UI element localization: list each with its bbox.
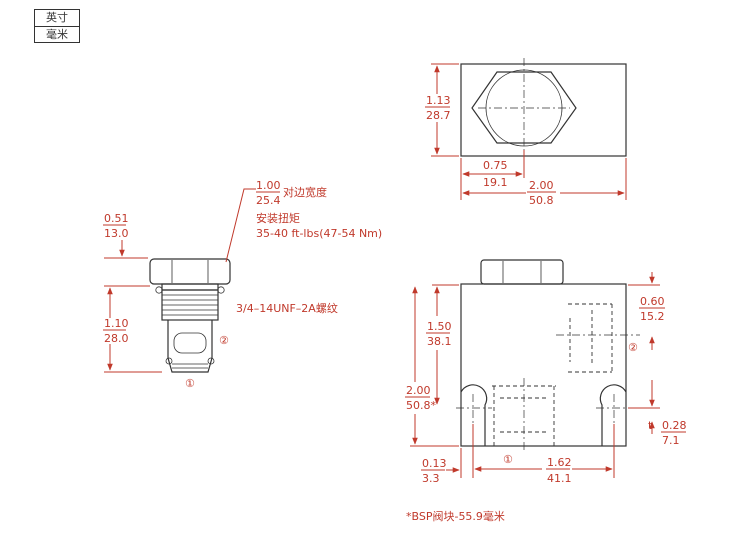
block-top-view: 1.13 28.7 0.75 19.1 2.00 50.8 <box>425 58 627 207</box>
hole-offset-inch: 0.28 <box>662 419 687 432</box>
body-length-mm: 28.0 <box>104 332 129 345</box>
unit-mm[interactable]: 毫米 <box>35 26 79 43</box>
cartridge-port-2: ② <box>219 334 229 347</box>
block-width-inch: 2.00 <box>529 179 554 192</box>
block-height-inch: 2.00 <box>406 384 431 397</box>
block-top-hex <box>471 71 577 144</box>
top-height-inch: 0.51 <box>104 212 129 225</box>
cartridge-thread <box>161 289 219 321</box>
unit-toggle[interactable]: 英寸 毫米 <box>34 9 80 43</box>
port2-offset-mm: 15.2 <box>640 310 665 323</box>
body-length-inch: 1.10 <box>104 317 129 330</box>
front-port-1: ① <box>503 453 513 466</box>
hole-spacing-inch: 1.62 <box>547 456 572 469</box>
cartridge-hex <box>149 258 231 285</box>
cartridge-view: 1.00 25.4 对边宽度 安装扭矩 35-40 ft-lbs(47-54 N… <box>103 179 382 390</box>
hex-offset-mm: 19.1 <box>483 176 508 189</box>
top-height-dim-mm: 28.7 <box>426 109 451 122</box>
front-hole-right <box>599 384 627 446</box>
block-height-mm: 50.8* <box>406 399 436 412</box>
hex-offset-inch: 0.75 <box>483 159 508 172</box>
center-height-inch: 1.50 <box>427 320 452 333</box>
front-hole-left <box>460 384 488 446</box>
front-hex-cap <box>480 259 564 285</box>
front-block-outline <box>460 283 627 447</box>
center-height-mm: 38.1 <box>427 335 452 348</box>
torque-title: 安装扭矩 <box>256 211 300 225</box>
hole-offset-mm: 7.1 <box>662 434 680 447</box>
torque-value: 35-40 ft-lbs(47-54 Nm) <box>256 227 382 240</box>
block-front-view: 1.50 38.1 2.00 50.8* 0.60 15.2 ② t 0.28 … <box>405 259 687 485</box>
front-port-2: ② <box>628 341 638 354</box>
top-height-dim-inch: 1.13 <box>426 94 451 107</box>
edge-offset-mm: 3.3 <box>422 472 440 485</box>
hex-size-mm: 25.4 <box>256 194 281 207</box>
cartridge-port-1: ① <box>185 377 195 390</box>
footnote: *BSP阀块-55.9毫米 <box>406 509 505 523</box>
edge-offset-inch: 0.13 <box>422 457 447 470</box>
hole-offset-arrow: t <box>648 419 653 432</box>
hex-size-inch: 1.00 <box>256 179 281 192</box>
block-width-mm: 50.8 <box>529 194 554 207</box>
cartridge-collar <box>155 283 225 294</box>
hole-spacing-mm: 41.1 <box>547 472 572 485</box>
cartridge-body <box>165 320 215 373</box>
unit-inch[interactable]: 英寸 <box>46 11 68 24</box>
port2-offset-inch: 0.60 <box>640 295 665 308</box>
hex-size-label: 对边宽度 <box>283 185 327 199</box>
block-top-outline <box>460 63 627 157</box>
top-height-mm: 13.0 <box>104 227 129 240</box>
thread-label: 3/4–14UNF–2A螺纹 <box>236 301 338 315</box>
